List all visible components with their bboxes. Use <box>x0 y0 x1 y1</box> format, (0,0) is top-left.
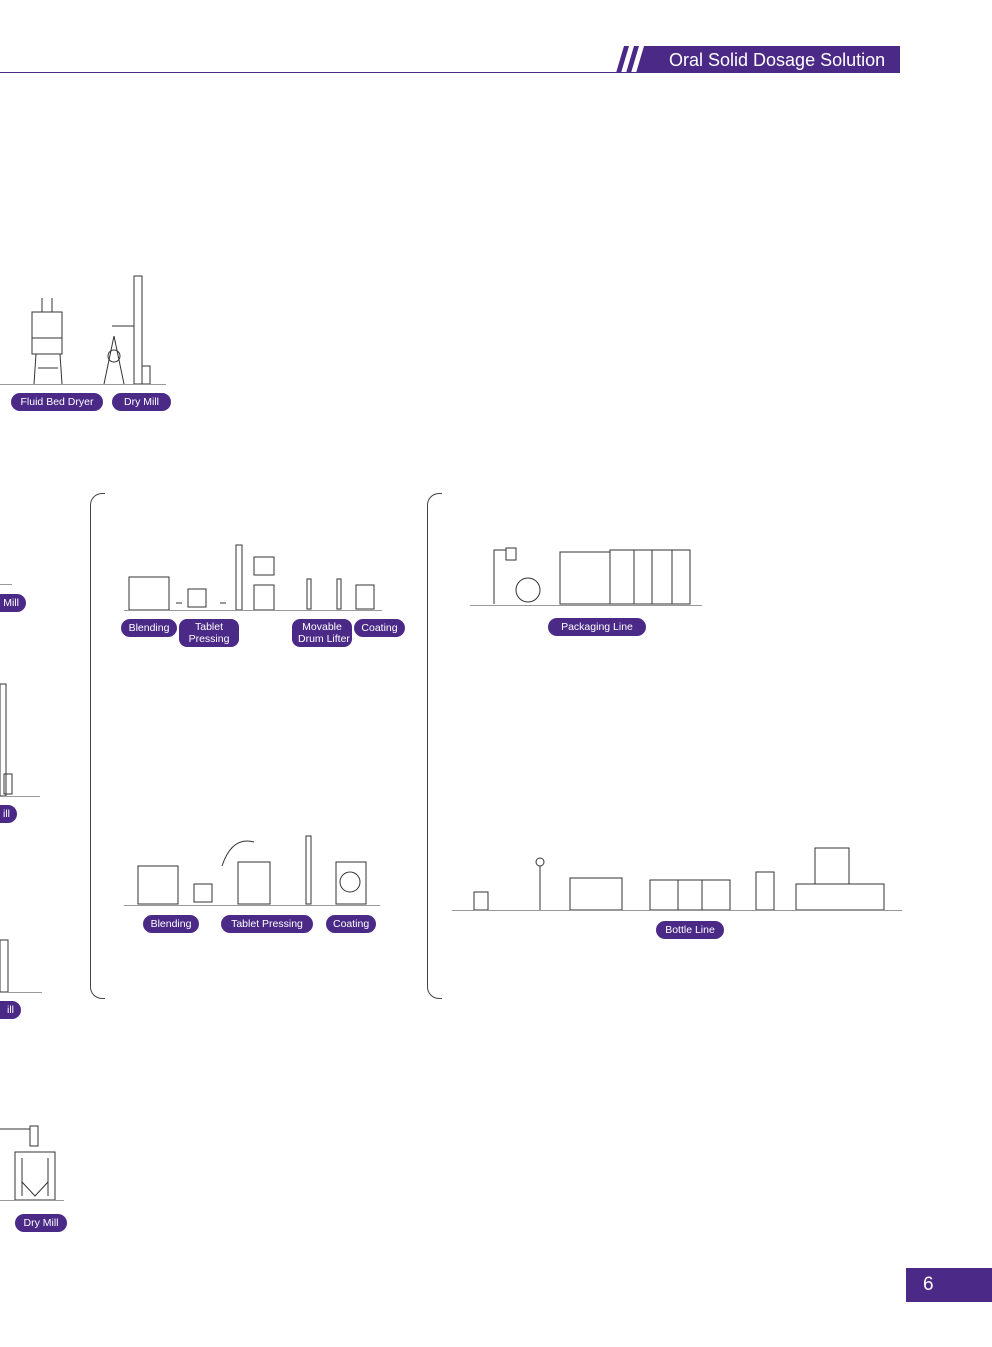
middle-panel-bracket <box>90 493 105 999</box>
packaging-line-drawing <box>493 547 691 605</box>
header-title: Oral Solid Dosage Solution <box>669 50 886 70</box>
left-ground-line-2 <box>0 796 40 797</box>
left-ground-line-4 <box>0 1200 64 1201</box>
solid-dose-line-2-drawing <box>137 835 367 905</box>
packaging-line-label: Packaging Line <box>548 618 646 636</box>
fluid-bed-dryer-label: Fluid Bed Dryer <box>11 393 103 411</box>
tablet-pressing-line-2: Pressing <box>188 633 230 645</box>
middle-ground-line-1 <box>124 610 382 611</box>
coating-label-1: Coating <box>354 619 405 637</box>
dry-mill-label: Dry Mill <box>112 393 171 411</box>
page-number: 6 <box>923 1274 934 1295</box>
header-slash-icon <box>616 46 648 73</box>
header-title-banner: Oral Solid Dosage Solution <box>646 46 900 73</box>
top-ground-line <box>0 384 166 385</box>
drum-lifter-line-2: Drum Lifter <box>298 633 350 645</box>
coating-label-2: Coating <box>326 915 376 933</box>
drum-lifter-line-1: Movable <box>302 621 342 633</box>
mill-label-2: ill <box>0 805 17 823</box>
header-rule <box>0 72 900 73</box>
bottle-line-label: Bottle Line <box>656 921 724 939</box>
mill-drawing-3 <box>0 939 9 993</box>
blending-label-1: Blending <box>121 619 177 637</box>
right-ground-line-2 <box>452 910 902 911</box>
dry-mill-drawing <box>103 275 151 385</box>
movable-drum-lifter-label: Movable Drum Lifter <box>292 619 352 647</box>
dry-mill-drawing-bottom <box>0 1125 56 1201</box>
tablet-pressing-label-2: Tablet Pressing <box>221 915 313 933</box>
solid-dose-line-1-drawing <box>128 544 375 611</box>
right-ground-line-1 <box>470 605 702 606</box>
mill-label-1: Mill <box>0 594 26 612</box>
mill-label-3: ill <box>0 1001 21 1019</box>
dry-mill-label-bottom: Dry Mill <box>15 1214 67 1232</box>
left-ground-line-3 <box>0 992 42 993</box>
tablet-pressing-line-1: Tablet <box>194 621 224 633</box>
right-panel-bracket <box>427 493 442 999</box>
blending-label-2: Blending <box>143 915 199 933</box>
page-number-tab: 6 <box>906 1268 992 1302</box>
bottle-line-drawing <box>473 847 885 911</box>
left-ground-line-1 <box>0 584 12 585</box>
middle-ground-line-2 <box>124 905 380 906</box>
fluid-bed-dryer-drawing <box>31 298 63 385</box>
tablet-pressing-label-1: Tablet Pressing <box>179 619 239 647</box>
mill-drawing-2 <box>0 683 13 797</box>
